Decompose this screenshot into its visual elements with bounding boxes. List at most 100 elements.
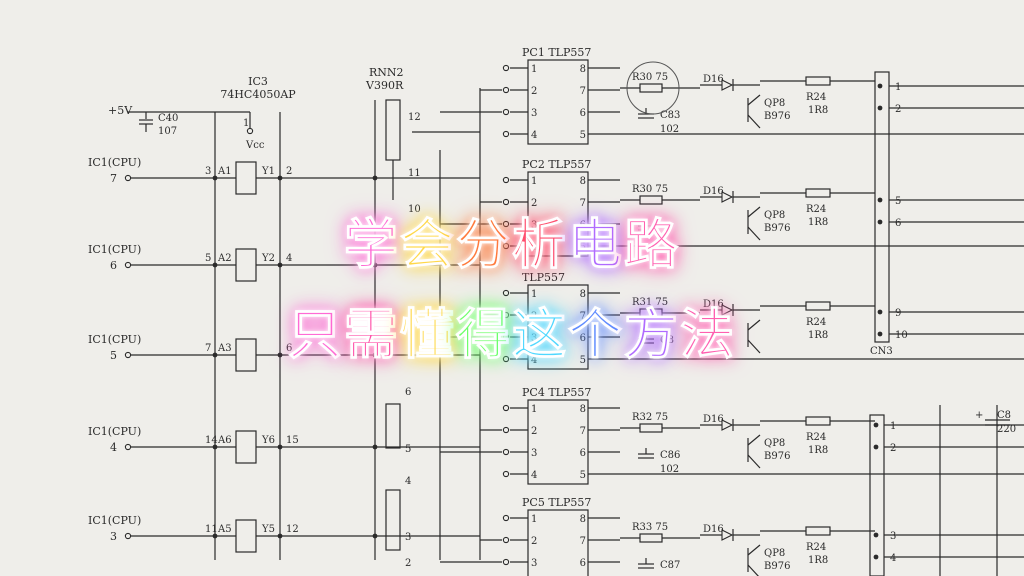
cpu-pin-number: 3 [110, 530, 117, 543]
optocoupler-pin-circle [502, 426, 510, 434]
optocoupler-pin-left: 2 [531, 311, 537, 322]
supply-label: +5V [108, 104, 133, 117]
junction-dot [277, 262, 283, 268]
diode-label: D16 [703, 524, 724, 535]
schematic-wire [747, 434, 761, 446]
buffer-input-name: A3 [217, 343, 232, 354]
cpu-input-label: IC1(CPU) [88, 243, 141, 256]
caption-character: 得 [456, 303, 512, 367]
junction-dot [212, 175, 218, 181]
optocoupler-pin-right: 7 [580, 86, 586, 97]
connector-lower [869, 414, 885, 576]
diode-label: D16 [703, 186, 724, 197]
caption-line-2: 只需懂得这个方法 [0, 290, 1024, 369]
optocoupler-body [527, 284, 589, 370]
cpu-input-label: IC1(CPU) [88, 425, 141, 438]
optocoupler-pin-left: 2 [531, 536, 537, 547]
optocoupler-pin-right: 5 [580, 470, 586, 481]
optocoupler-pin-right: 7 [580, 426, 586, 437]
optocoupler-pin-right: 7 [580, 198, 586, 209]
transistor-label: QP8 [764, 98, 785, 109]
cpu-pin-number: 5 [110, 349, 117, 362]
junction-dot [877, 83, 883, 89]
optocoupler-pin-right: 8 [580, 64, 586, 75]
optocoupler-body [527, 509, 589, 576]
buffer-input-name: A6 [217, 435, 232, 446]
transistor-part: B976 [764, 223, 790, 234]
junction-dot [873, 532, 879, 538]
junction-dot [873, 554, 879, 560]
caption-character: 路 [624, 213, 680, 277]
output-resistor-label: R24 [806, 542, 826, 553]
junction-dot [212, 262, 218, 268]
optocoupler-pin-left: 3 [531, 448, 537, 459]
optocoupler-pin-circle [502, 311, 510, 319]
connector-pin-label: 3 [890, 531, 896, 542]
optocoupler-pin-left: 3 [531, 220, 537, 231]
buffer-output-name: Y1 [261, 166, 275, 177]
buffer-input-name: A2 [217, 253, 232, 264]
capacitor-label: C8 [660, 335, 674, 346]
optocoupler-label: PC4 TLP557 [522, 386, 591, 399]
connector-pin-label: 6 [895, 218, 901, 229]
schematic-wire [747, 206, 761, 218]
caption-character: 需 [344, 303, 400, 367]
input-terminal [124, 351, 132, 359]
junction-dot [212, 444, 218, 450]
rnn2-part-label: V390R [365, 79, 404, 92]
schematic-wire [747, 114, 761, 129]
rnn2-pin-label: 5 [405, 444, 411, 455]
diode-label: D16 [703, 299, 724, 310]
buffer-input-name: A5 [217, 524, 232, 535]
optocoupler-pin-left: 3 [531, 333, 537, 344]
capacitor-label: C86 [660, 450, 680, 461]
optocoupler-pin-circle [502, 130, 510, 138]
optocoupler-pin-left: 4 [531, 470, 537, 481]
junction-dot [877, 105, 883, 111]
optocoupler-pin-circle [502, 448, 510, 456]
buffer-pin-label: 2 [286, 166, 292, 177]
optocoupler-pin-circle [502, 108, 510, 116]
optocoupler-pin-right: 7 [580, 536, 586, 547]
schematic-wire [747, 94, 761, 106]
optocoupler-pin-left: 4 [531, 242, 537, 253]
buffer-pin-label: 11 [205, 524, 218, 535]
output-resistor-label: R24 [806, 432, 826, 443]
optocoupler-pin-left: 1 [531, 514, 537, 525]
optocoupler-pin-left: 2 [531, 86, 537, 97]
rnn2-pin-label: 11 [408, 168, 421, 179]
junction-dot [877, 309, 883, 315]
junction-dot [877, 331, 883, 337]
output-resistor-label: R24 [806, 204, 826, 215]
buffer-output-name: Y6 [261, 435, 275, 446]
optocoupler-pin-circle [502, 514, 510, 522]
optocoupler-pin-right: 5 [580, 355, 586, 366]
output-resistor-label: R24 [806, 92, 826, 103]
optocoupler-pin-right: 8 [580, 176, 586, 187]
optocoupler-body [527, 59, 589, 145]
connector-pin-label: 9 [895, 308, 901, 319]
optocoupler-pin-right: 7 [580, 311, 586, 322]
optocoupler-pin-right: 8 [580, 404, 586, 415]
junction-dot [277, 444, 283, 450]
buffer-pin-label: 3 [205, 166, 211, 177]
connector-pin-label: 5 [895, 196, 901, 207]
cpu-pin-number: 7 [110, 172, 117, 185]
optocoupler-body [527, 171, 589, 257]
caption-character: 懂 [400, 303, 456, 367]
diode-label: D16 [703, 414, 724, 425]
rnn2-pin-label: 3 [405, 532, 411, 543]
buffer-output-name: Y5 [261, 524, 275, 535]
input-terminal [124, 261, 132, 269]
schematic-wire [747, 544, 761, 556]
caption-line-1: 学会分析电路 [0, 200, 1024, 279]
caption-character: 方 [624, 303, 680, 367]
schematic-wire [747, 454, 761, 469]
cpu-input-label: IC1(CPU) [88, 156, 141, 169]
optocoupler-pin-right: 6 [580, 448, 586, 459]
capacitor-polarity: + [975, 410, 983, 421]
optocoupler-pin-circle [502, 198, 510, 206]
cpu-input-label: IC1(CPU) [88, 514, 141, 527]
caption-character: 只 [288, 303, 344, 367]
